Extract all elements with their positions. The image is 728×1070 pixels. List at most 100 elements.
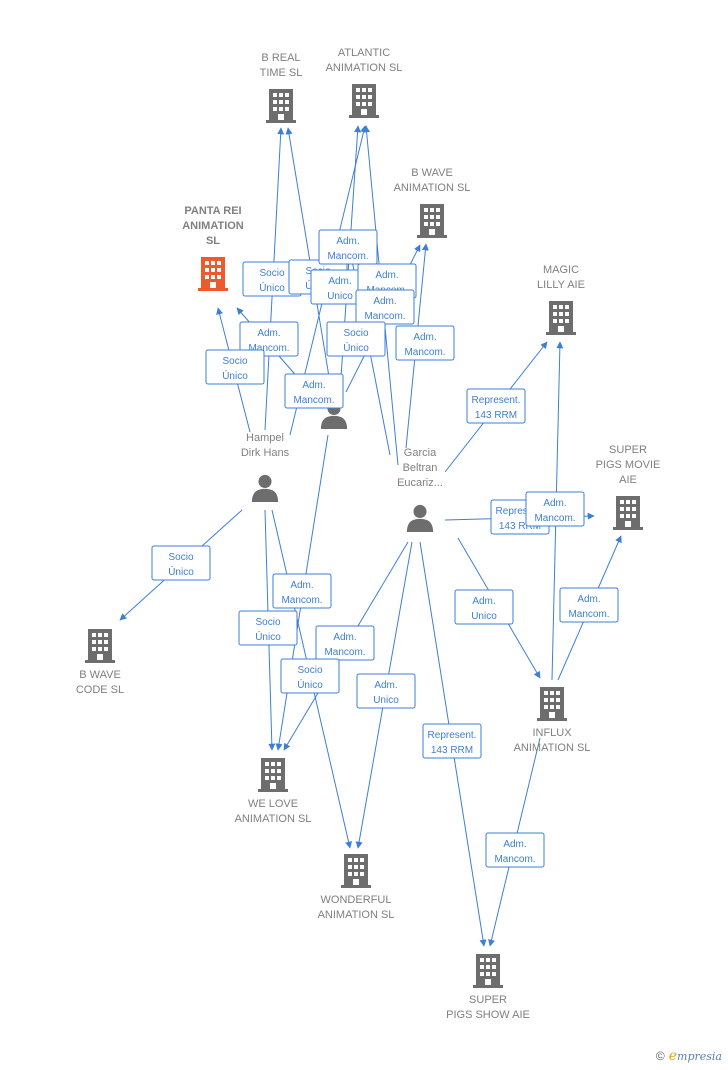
company-label: ANIMATION SL xyxy=(326,62,403,74)
person-label: Hampel xyxy=(246,432,284,444)
building-icon xyxy=(546,301,576,335)
edge-label-l12: Represent.143 RRM xyxy=(466,388,526,424)
edge-label-l22: Adm.Unico xyxy=(356,673,416,709)
edge-label-text: Adm. xyxy=(375,270,398,281)
company-label: PIGS MOVIE xyxy=(596,459,661,471)
edge-label-text: Adm. xyxy=(257,328,280,339)
edge-label-box xyxy=(238,610,298,646)
edge-label-text: 143 RRM xyxy=(499,521,541,532)
edge-label-text: Mancom. xyxy=(404,347,445,358)
edge-label-text: Unico xyxy=(327,291,353,302)
edge-label-box xyxy=(356,673,416,709)
building-icon xyxy=(349,84,379,118)
edge-label-text: Único xyxy=(259,281,285,294)
edge-label-l7: Adm.Mancom. xyxy=(239,321,299,357)
edge-label-text: Adm. xyxy=(373,296,396,307)
company-label: SUPER xyxy=(609,444,647,456)
brand-logo[interactable]: empresia xyxy=(668,1048,722,1064)
edge-label-text: Mancom. xyxy=(281,595,322,606)
building-icon xyxy=(258,758,288,792)
company-label: B REAL xyxy=(261,52,300,64)
company-label: ANIMATION SL xyxy=(318,909,395,921)
company-label: TIME SL xyxy=(260,67,303,79)
edge-label-l18: Adm. Mancom. xyxy=(315,625,375,661)
edge-label-l11: Adm.Mancom. xyxy=(284,373,344,409)
edge-label-l23: Represent.143 RRM xyxy=(422,723,482,759)
company-node-bwavecode[interactable]: B WAVE CODE SL xyxy=(76,629,124,696)
company-label: SL xyxy=(206,235,220,247)
edge-label-l24: Adm.Mancom. xyxy=(485,832,545,868)
edge-label-box xyxy=(485,832,545,868)
company-label: CODE SL xyxy=(76,684,124,696)
edge-label-text: Adm. xyxy=(333,632,356,643)
company-label: B WAVE xyxy=(79,669,121,681)
edge-label-box xyxy=(318,229,378,265)
edge-label-text: Único xyxy=(168,565,194,578)
edge-label-box xyxy=(466,388,526,424)
edge-label-text: Socio xyxy=(297,665,322,676)
edge-label-text: Adm. xyxy=(577,594,600,605)
edge-label-box xyxy=(525,491,585,527)
building-icon xyxy=(473,954,503,988)
edge-label-l21: Adm. Mancom. xyxy=(559,587,619,623)
edge-label-box xyxy=(559,587,619,623)
edge-label-box xyxy=(395,325,455,361)
edge-label-l16: Adm. Mancom. xyxy=(272,573,332,609)
person-node-garcia[interactable]: GarciaBeltranEucariz... xyxy=(397,447,443,532)
company-label: ANIMATION SL xyxy=(514,742,591,754)
edge-label-text: Adm. xyxy=(290,580,313,591)
edge-label-l20: Adm.Unico xyxy=(454,589,514,625)
edge-label-text: Adm. xyxy=(336,236,359,247)
edge-label-text: Socio xyxy=(168,552,193,563)
edge-label-text: Adm. xyxy=(302,380,325,391)
building-icon xyxy=(85,629,115,663)
edge-label-box xyxy=(326,321,386,357)
company-label: AIE xyxy=(619,474,637,486)
edge-label-text: Único xyxy=(297,678,323,691)
building-icon xyxy=(198,257,228,291)
edge-labels: SocioÚnicoSocioÚnicoAdm.Mancom.Adm.Unico… xyxy=(151,229,619,868)
company-node-breal[interactable]: B REAL TIME SL xyxy=(260,52,303,123)
edge-label-box xyxy=(205,349,265,385)
person-label: Garcia xyxy=(404,447,437,459)
company-label: ANIMATION xyxy=(182,220,244,232)
edge-label-text: Adm. xyxy=(413,332,436,343)
edge-label-text: Mancom. xyxy=(568,609,609,620)
edge-label-l4: Adm.Unico xyxy=(310,269,370,305)
company-node-atlantic[interactable]: ATLANTIC ANIMATION SL xyxy=(326,47,403,118)
edge-label-text: Mancom. xyxy=(364,311,405,322)
company-node-superpigsmovie[interactable]: SUPER PIGS MOVIE AIE xyxy=(596,444,661,530)
building-icon xyxy=(266,89,296,123)
edge-label-text: Mancom. xyxy=(324,647,365,658)
edge-label-box xyxy=(315,625,375,661)
person-label: Dirk Hans xyxy=(241,447,290,459)
building-icon xyxy=(613,496,643,530)
edge-label-box xyxy=(272,573,332,609)
edge-label-l6: Adm. Mancom. xyxy=(355,289,415,325)
edge-label-text: Socio xyxy=(222,356,247,367)
edge-label-text: Único xyxy=(222,369,248,382)
company-label: ATLANTIC xyxy=(338,47,390,59)
edge-label-text: Represent. xyxy=(496,506,545,517)
edge-label-box xyxy=(280,658,340,694)
edge-label-text: Adm. xyxy=(472,596,495,607)
edge-label-text: Mancom. xyxy=(534,513,575,524)
edge-label-text: Represent. xyxy=(428,730,477,741)
company-label: SUPER xyxy=(469,994,507,1006)
building-icon xyxy=(341,854,371,888)
edge-label-text: Socio xyxy=(259,268,284,279)
